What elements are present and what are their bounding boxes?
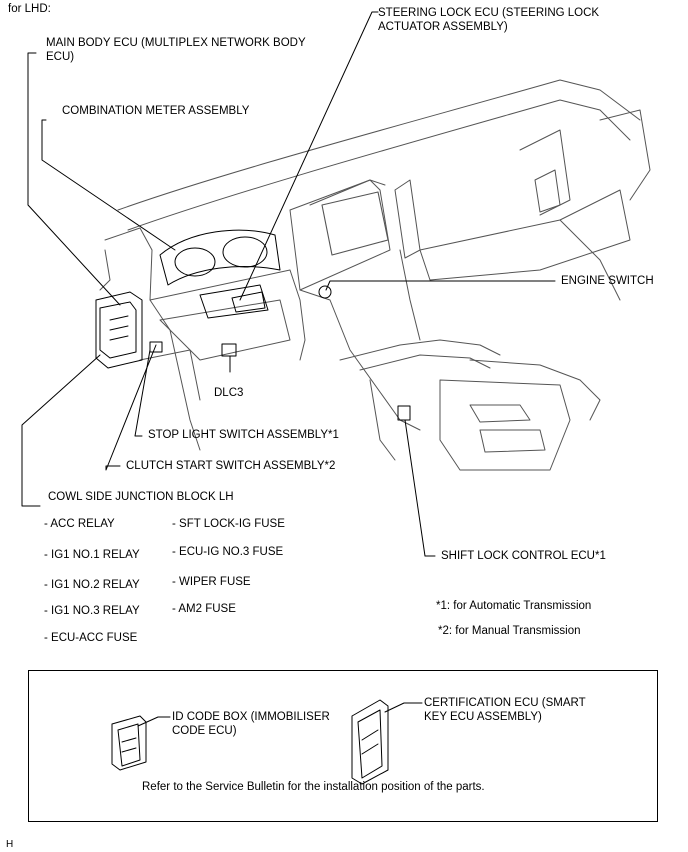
stop-light-switch-shape [149, 341, 163, 353]
label-main-body-ecu: MAIN BODY ECU (MULTIPLEX NETWORK BODY EC… [46, 37, 306, 63]
label-stop-light-switch: STOP LIGHT SWITCH ASSEMBLY*1 [148, 429, 339, 441]
corner-mark: H [6, 839, 14, 850]
fuse-item: - ECU-IG NO.3 FUSE [172, 546, 284, 558]
relay-item: - IG1 NO.3 RELAY [44, 605, 140, 617]
footnote-manual: *2: for Manual Transmission [438, 625, 581, 637]
id-code-box-shape [111, 715, 171, 771]
leader-lines [21, 11, 556, 557]
label-shift-lock-ecu: SHIFT LOCK CONTROL ECU*1 [441, 550, 606, 562]
diagram-title: for LHD: [8, 3, 51, 15]
label-certification-ecu: CERTIFICATION ECU (SMART KEY ECU ASSEMBL… [424, 697, 586, 723]
fuse-item: - WIPER FUSE [172, 576, 251, 588]
label-steering-lock-ecu: STEERING LOCK ECU (STEERING LOCK ACTUATO… [378, 7, 600, 33]
relay-item: - IG1 NO.1 RELAY [44, 549, 140, 561]
label-engine-switch: ENGINE SWITCH [561, 275, 654, 287]
steering-lock-shape [199, 284, 269, 319]
label-cowl-side-junction-block: COWL SIDE JUNCTION BLOCK LH [48, 491, 234, 503]
engine-switch-shape [318, 285, 332, 299]
relay-item: - ACC RELAY [44, 518, 115, 530]
dlc3-shape [221, 343, 237, 357]
label-dlc3: DLC3 [214, 387, 244, 399]
combination-meter-shape [159, 229, 281, 286]
label-id-code-box: ID CODE BOX (IMMOBILISER CODE ECU) [172, 711, 330, 737]
label-clutch-start-switch: CLUTCH START SWITCH ASSEMBLY*2 [126, 460, 336, 472]
certification-ecu-shape [351, 699, 423, 785]
service-bulletin-note: Refer to the Service Bulletin for the in… [142, 781, 485, 793]
relay-item: - IG1 NO.2 RELAY [44, 579, 140, 591]
fuse-item: - SFT LOCK-IG FUSE [172, 518, 285, 530]
fuse-item: - AM2 FUSE [172, 603, 236, 615]
label-combination-meter: COMBINATION METER ASSEMBLY [62, 105, 250, 117]
footnote-automatic: *1: for Automatic Transmission [436, 600, 592, 612]
shift-lock-ecu-shape [397, 405, 411, 421]
fuse-item: - ECU-ACC FUSE [44, 632, 138, 644]
service-bulletin-box [28, 670, 658, 822]
